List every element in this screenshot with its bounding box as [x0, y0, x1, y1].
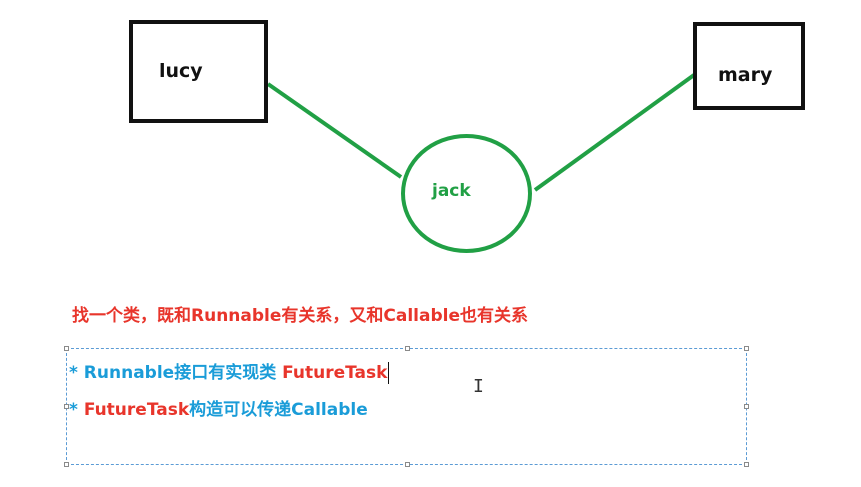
heading-text: 找一个类，既和Runnable有关系，又和Callable也有关系: [72, 306, 528, 326]
text-line-2-blue: 构造可以传递Callable: [189, 400, 368, 420]
text-line-1-red: FutureTask: [282, 363, 388, 383]
node-mary-box[interactable]: [693, 22, 805, 110]
node-jack-label: jack: [432, 181, 471, 201]
resize-handle-top-right[interactable]: [744, 346, 749, 351]
resize-handle-middle-right[interactable]: [744, 404, 749, 409]
text-box[interactable]: * Runnable接口有实现类 FutureTask * FutureTask…: [64, 346, 749, 467]
i-beam-cursor-icon: I: [473, 376, 484, 397]
resize-handle-middle-left[interactable]: [64, 404, 69, 409]
connector-lucy-jack: [266, 82, 403, 179]
text-line-1-blue: * Runnable接口有实现类: [69, 363, 283, 383]
connector-jack-mary: [533, 73, 696, 192]
resize-handle-top-middle[interactable]: [405, 346, 410, 351]
text-line-2-prefix: *: [69, 400, 84, 420]
resize-handle-bottom-middle[interactable]: [405, 462, 410, 467]
text-caret: [388, 362, 390, 384]
resize-handle-bottom-left[interactable]: [64, 462, 69, 467]
node-lucy-label: lucy: [159, 60, 203, 82]
text-line-2: * FutureTask构造可以传递Callable: [69, 395, 368, 420]
text-line-2-red: FutureTask: [83, 400, 190, 420]
text-line-1: * Runnable接口有实现类 FutureTask: [69, 358, 390, 384]
node-mary-label: mary: [718, 64, 773, 86]
node-jack-circle[interactable]: [401, 134, 532, 253]
node-lucy-box[interactable]: [129, 20, 268, 123]
resize-handle-top-left[interactable]: [64, 346, 69, 351]
resize-handle-bottom-right[interactable]: [744, 462, 749, 467]
